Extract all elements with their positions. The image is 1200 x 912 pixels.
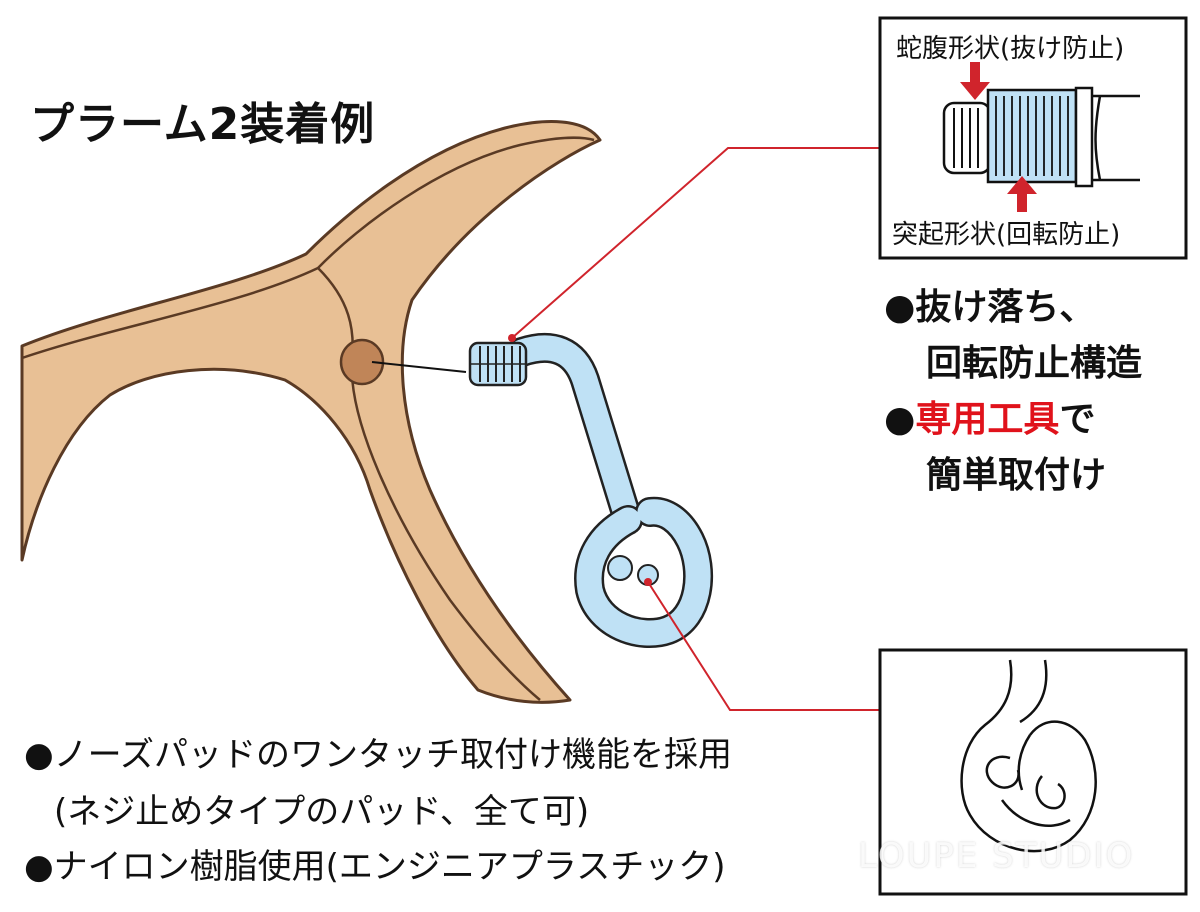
shaft-detail: [942, 86, 1140, 188]
leader-top-dot: [508, 334, 516, 342]
frame-contour-lower: [317, 267, 541, 701]
feature-line-3: ●専用工具で: [884, 402, 1095, 438]
hook-detail: [960, 659, 1097, 853]
note-line-3: ●ナイロン樹脂使用(エンジニアプラスチック): [24, 847, 726, 887]
note-line-2: (ネジ止めタイプのパッド、全て可): [54, 792, 590, 832]
page-title: プラーム2装着例: [30, 99, 376, 150]
glasses-bridge: [20, 120, 602, 704]
feature-line-2: 回転防止構造: [926, 343, 1143, 384]
detail-box-top: [878, 16, 1188, 260]
mounting-hole: [339, 338, 385, 386]
hole-leader-line: [371, 361, 467, 373]
leader-top: [511, 147, 880, 339]
feature-suffix: で: [1059, 399, 1096, 440]
arrow-up-icon: [1007, 176, 1037, 212]
leader-bottom: [647, 581, 880, 711]
detail-box-bottom: [878, 648, 1188, 896]
frame-contour: [21, 136, 595, 360]
feature-highlight: 専用工具: [915, 399, 1060, 440]
leader-bottom-dot: [644, 578, 652, 586]
feature-line-1: ●抜け落ち、: [884, 287, 1096, 328]
protrusion-shape-label: 突起形状(回転防止): [892, 220, 1121, 250]
note-line-1: ●ノーズパッドのワンタッチ取付け機能を採用: [24, 735, 732, 775]
nose-pad-arm: [468, 332, 714, 648]
bellows-shape-label: 蛇腹形状(抜け防止): [896, 34, 1125, 64]
feature-line-4: 簡単取付け: [926, 455, 1107, 496]
feature-bullet: ●: [884, 399, 916, 440]
arrow-down-icon: [960, 62, 990, 100]
watermark: LOUPE STUDIO: [858, 836, 1135, 876]
